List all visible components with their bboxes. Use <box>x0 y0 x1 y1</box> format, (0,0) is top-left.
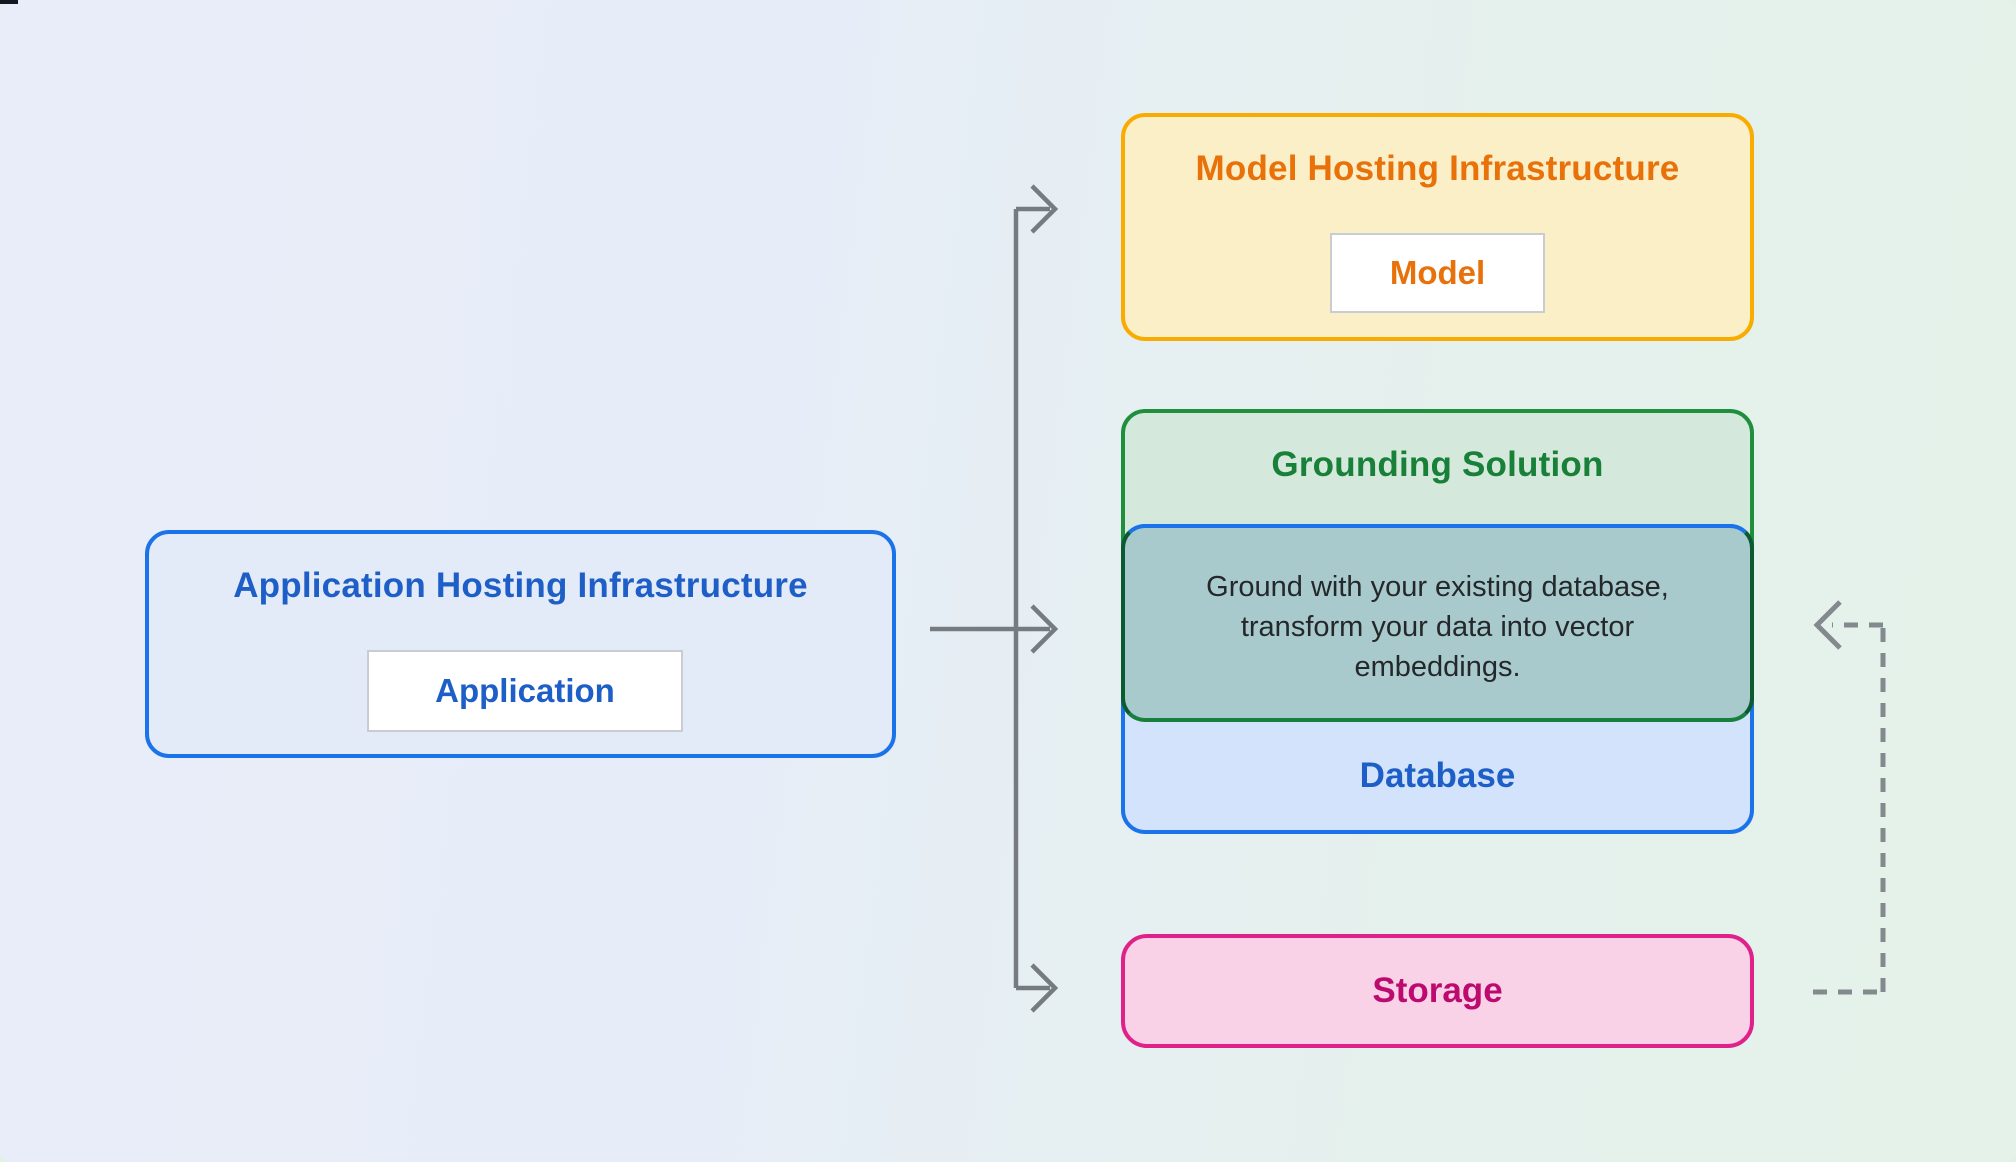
model-hosting-title: Model Hosting Infrastructure <box>1195 149 1680 188</box>
grounding-solution-title: Grounding Solution <box>1271 445 1604 484</box>
arrowhead-to-grounding <box>1030 604 1059 654</box>
grounding-database-overlap-panel: Ground with your existing database, tran… <box>1121 524 1754 722</box>
model-chip-label: Model <box>1389 254 1486 291</box>
grounding-description: Ground with your existing database, tran… <box>1206 571 1669 683</box>
dashed-arrowhead-to-grounding <box>1813 600 1842 650</box>
solid-branch-arrows <box>930 184 1059 1013</box>
model-hosting-box: Model Hosting Infrastructure Model <box>1121 113 1754 341</box>
application-hosting-box: Application Hosting Infrastructure Appli… <box>145 530 896 758</box>
application-chip-label: Application <box>435 672 615 709</box>
model-chip: Model <box>1330 233 1545 313</box>
storage-label: Storage <box>1372 971 1503 1010</box>
application-chip: Application <box>367 650 683 732</box>
screenshot-corner-artifact <box>0 0 18 4</box>
application-hosting-title: Application Hosting Infrastructure <box>233 566 808 605</box>
database-label: Database <box>1359 756 1516 795</box>
arrowhead-to-model <box>1030 184 1059 234</box>
dashed-feedback-arrow <box>1813 600 1886 995</box>
arrowhead-to-storage <box>1030 963 1059 1013</box>
storage-box: Storage <box>1121 934 1754 1048</box>
